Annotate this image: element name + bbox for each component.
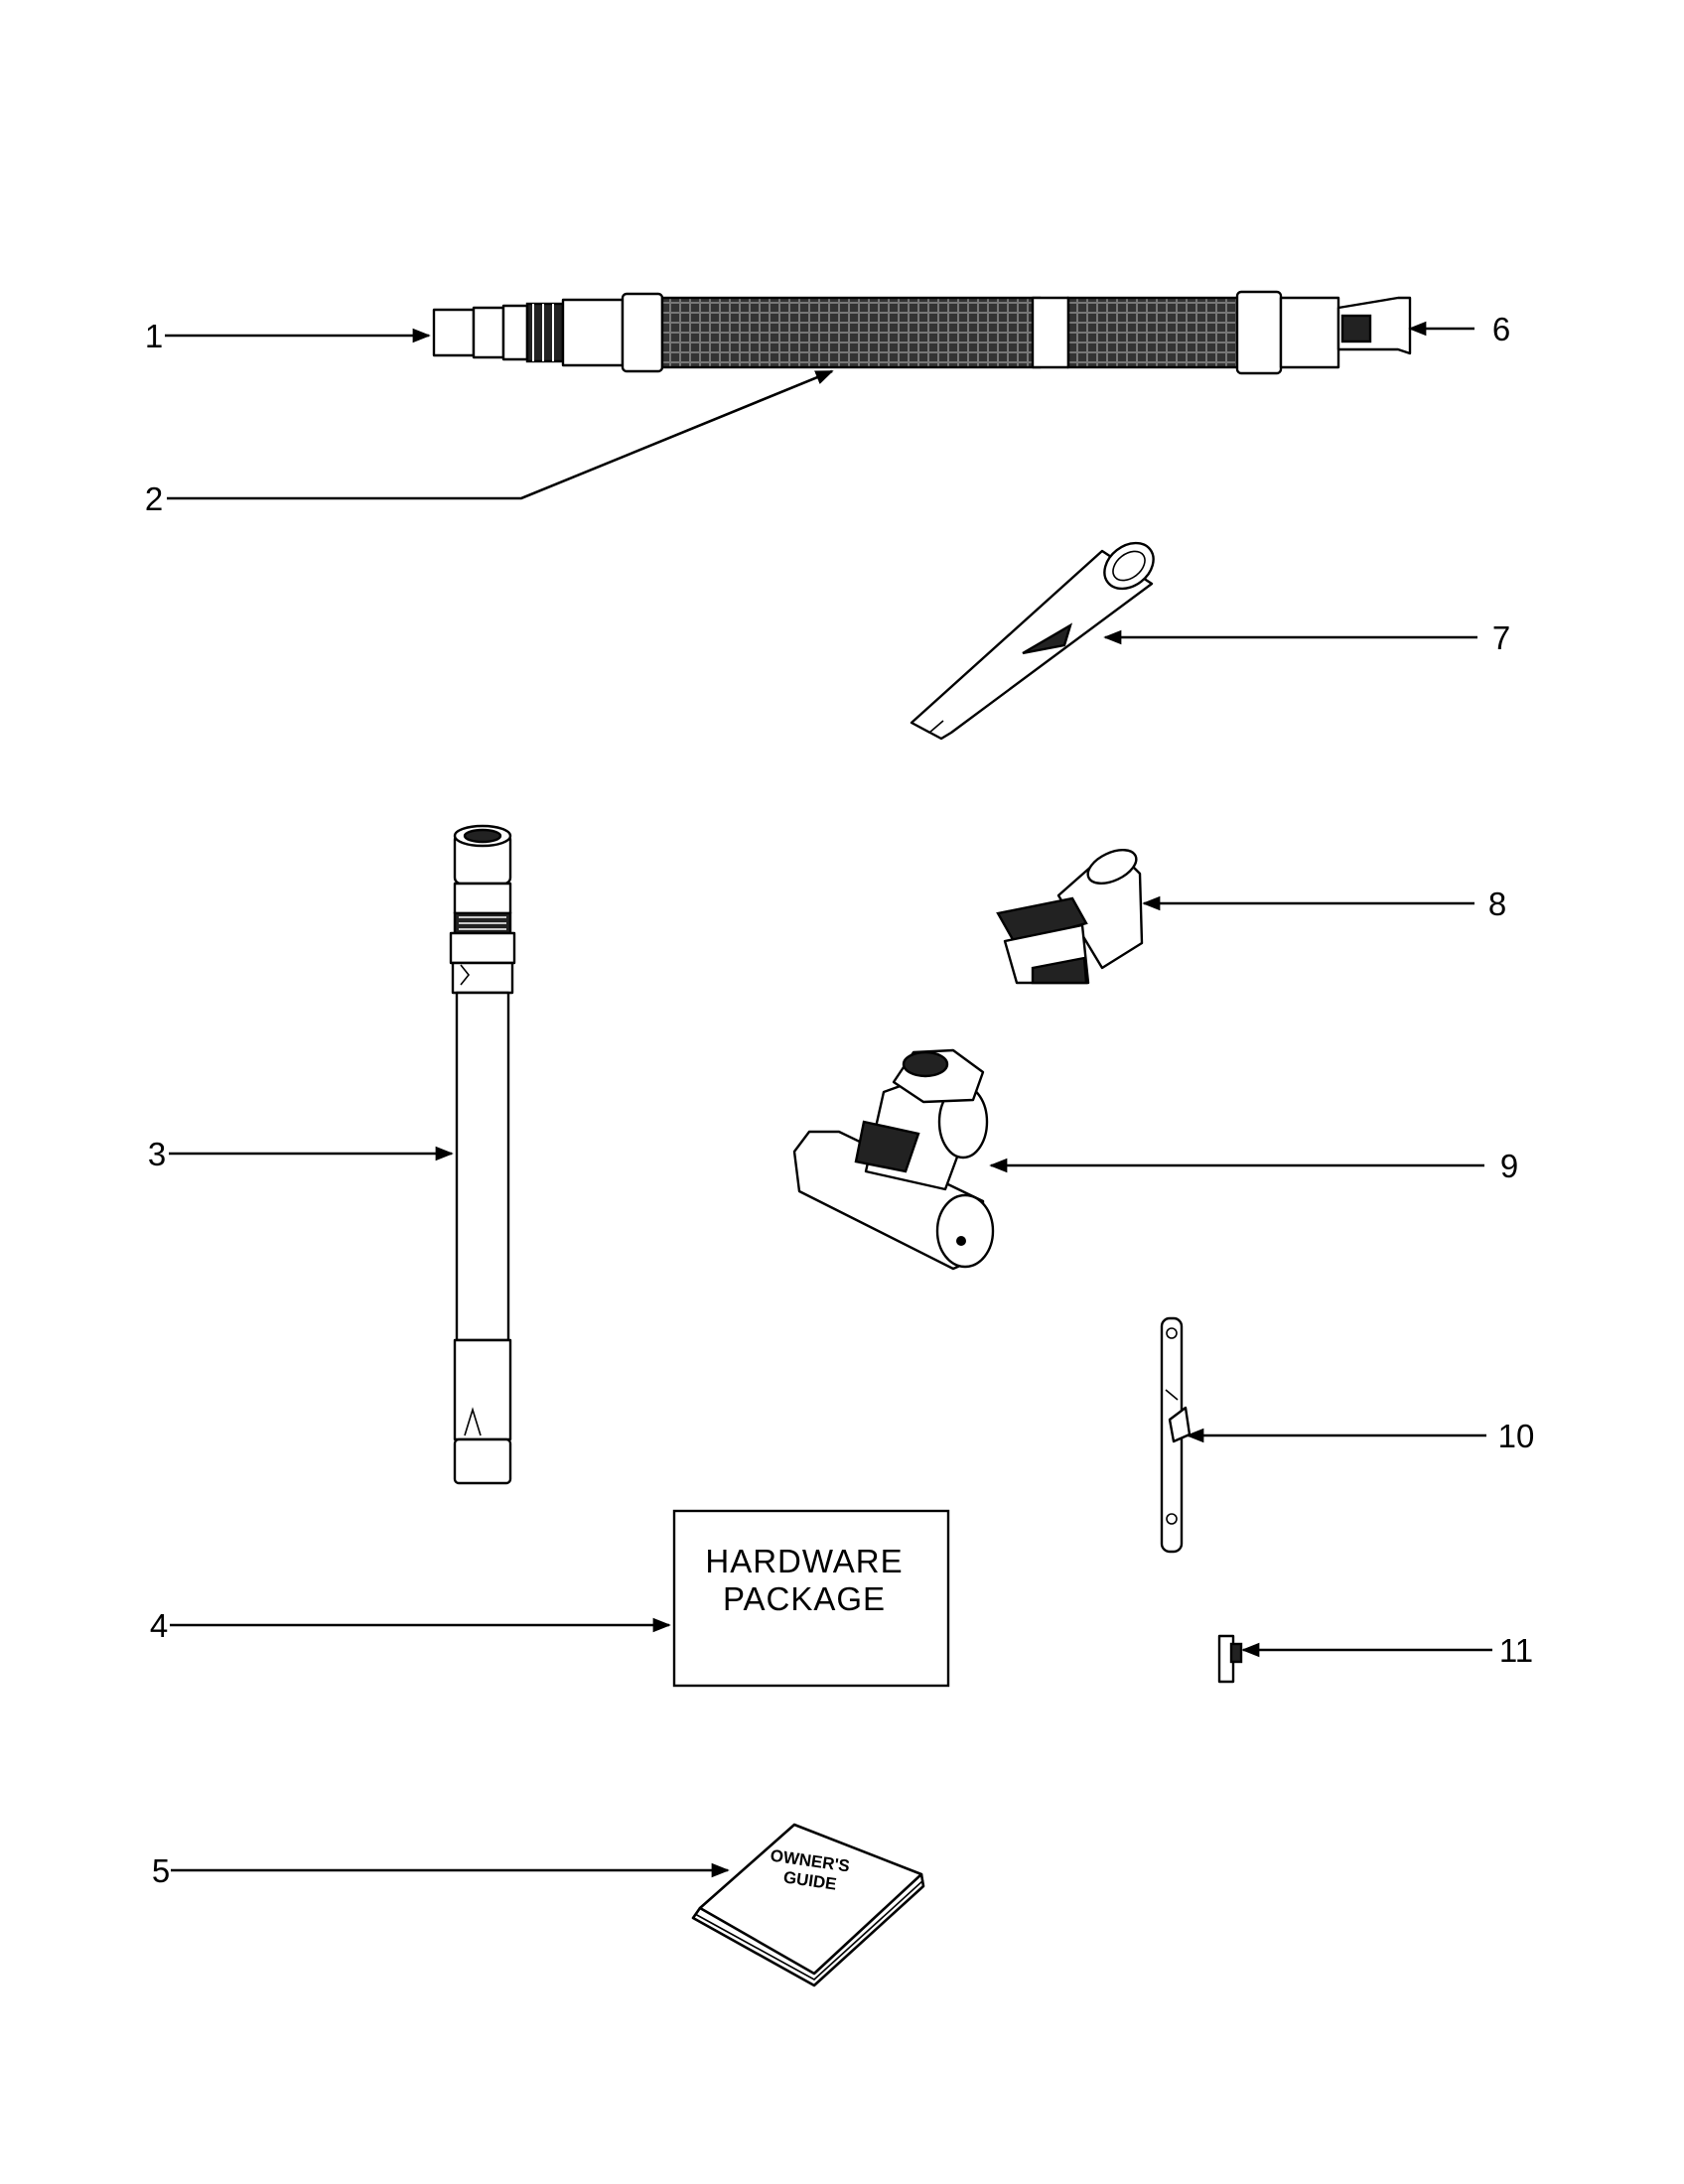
callout-2: 2 [145,480,163,517]
hose-assembly-part [432,290,1412,375]
clip-part [1217,1634,1243,1684]
callout-11: 11 [1499,1632,1533,1669]
callout-8: 8 [1488,886,1506,922]
leader-line-2 [167,369,834,500]
callout-3: 3 [148,1136,166,1172]
callout-4: 4 [150,1607,168,1644]
turbo-brush-part [792,1048,995,1271]
callout-10: 10 [1498,1418,1535,1454]
bracket-part [1160,1316,1192,1554]
owners-guide-part [691,1823,925,1987]
dusting-brush-part [996,849,1144,985]
hardware-package-line-1: HARDWARE [705,1543,903,1579]
crevice-tool-part [910,541,1155,741]
callout-9: 9 [1500,1148,1518,1184]
callout-5: 5 [152,1852,170,1889]
hardware-package-line-2: PACKAGE [723,1580,886,1617]
callout-1: 1 [145,318,163,354]
wand-part [449,824,516,1485]
callout-6: 6 [1492,311,1510,347]
hardware-package-part [672,1509,950,1688]
callout-7: 7 [1492,619,1510,656]
